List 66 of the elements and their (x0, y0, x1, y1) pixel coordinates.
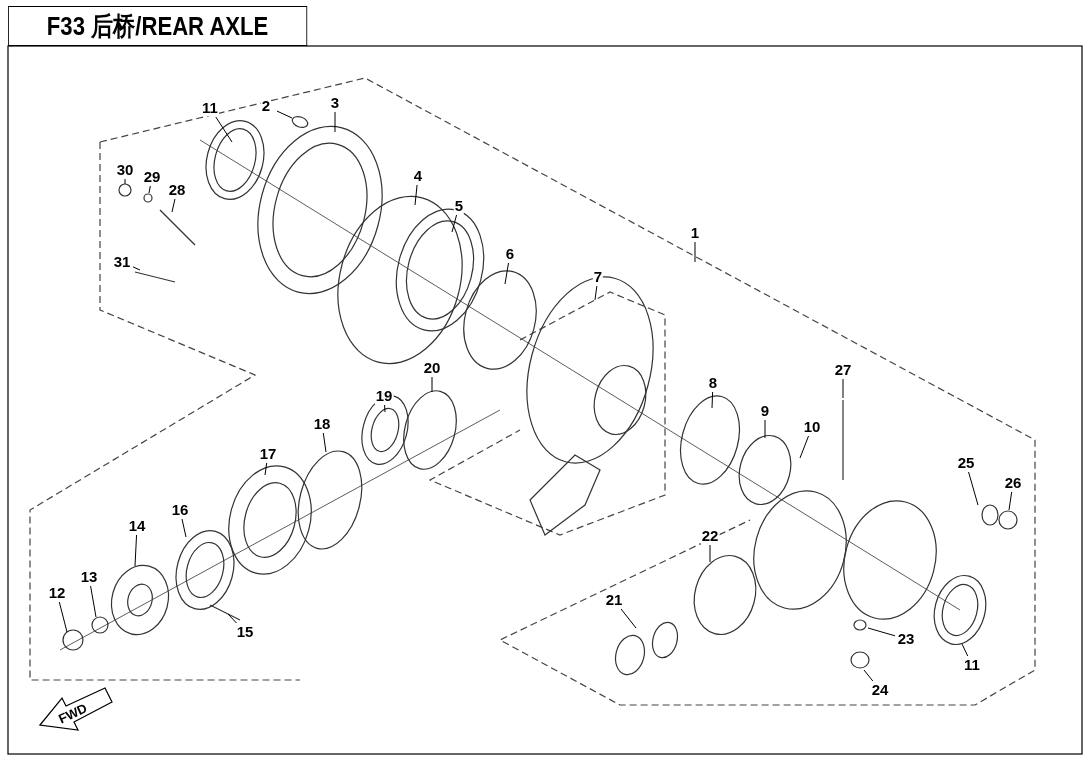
leader-line (1008, 491, 1013, 511)
callout-number: 25 (956, 455, 976, 471)
callout-number: 7 (592, 269, 604, 285)
leader-line (334, 111, 336, 133)
callout-number: 23 (896, 631, 916, 647)
leader-line (322, 432, 327, 453)
callout-number: 9 (759, 403, 771, 419)
leader-line (124, 178, 126, 185)
leader-line (594, 285, 598, 301)
callout-number: 10 (802, 419, 822, 435)
leader-line (148, 185, 151, 194)
callout-number: 5 (453, 198, 465, 214)
callout-number: 27 (833, 362, 853, 378)
leader-line (171, 198, 176, 213)
leader-line (711, 391, 714, 409)
leader-line (451, 214, 458, 233)
leader-line (264, 462, 268, 476)
callout-number: 13 (79, 569, 99, 585)
leader-line (709, 544, 711, 563)
callout-number: 21 (604, 592, 624, 608)
leader-line (132, 266, 141, 271)
leader-line (764, 419, 766, 439)
callout-number: 11 (201, 100, 219, 116)
leader-line (620, 608, 637, 629)
callout-number: 20 (422, 360, 442, 376)
leader-line (384, 404, 386, 413)
leader-line (842, 378, 844, 399)
leader-line (90, 585, 97, 618)
callout-number: 2 (260, 98, 272, 114)
callout-number: 31 (112, 254, 132, 270)
callout-number: 26 (1003, 475, 1023, 491)
leader-line (215, 116, 233, 143)
direction-label: FWD (56, 700, 90, 727)
callout-number: 18 (312, 416, 332, 432)
callout-number: 6 (504, 246, 516, 262)
leader-line (181, 518, 187, 538)
leader-line (961, 643, 969, 657)
callout-number: 11 (963, 657, 981, 673)
callout-number: 24 (870, 682, 890, 698)
leader-line (867, 627, 896, 637)
leader-line (227, 613, 237, 624)
callout-number: 3 (329, 95, 341, 111)
leader-line (799, 435, 809, 459)
callout-number: 22 (700, 528, 720, 544)
leader-line (968, 471, 979, 506)
leader-line (134, 534, 138, 567)
callout-number: 8 (707, 375, 719, 391)
leader-line (863, 669, 874, 682)
callout-number: 1 (689, 225, 701, 241)
callout-number: 19 (374, 388, 394, 404)
leader-line (694, 241, 696, 263)
callout-number: 16 (170, 502, 190, 518)
callout-number: 14 (127, 518, 147, 534)
callout-number: 4 (412, 168, 424, 184)
callout-number: 15 (235, 624, 255, 640)
leader-line (504, 262, 509, 285)
title: F33 后桥/REAR AXLE (8, 6, 308, 46)
callout-number: 12 (47, 585, 67, 601)
leader-line (276, 110, 293, 119)
callout-number: 17 (258, 446, 278, 462)
callout-number: 30 (115, 162, 135, 178)
leader-line (58, 601, 68, 633)
leader-line (431, 376, 433, 393)
callout-number: 28 (167, 182, 187, 198)
callout-number: 29 (142, 169, 162, 185)
leader-line (414, 184, 418, 206)
